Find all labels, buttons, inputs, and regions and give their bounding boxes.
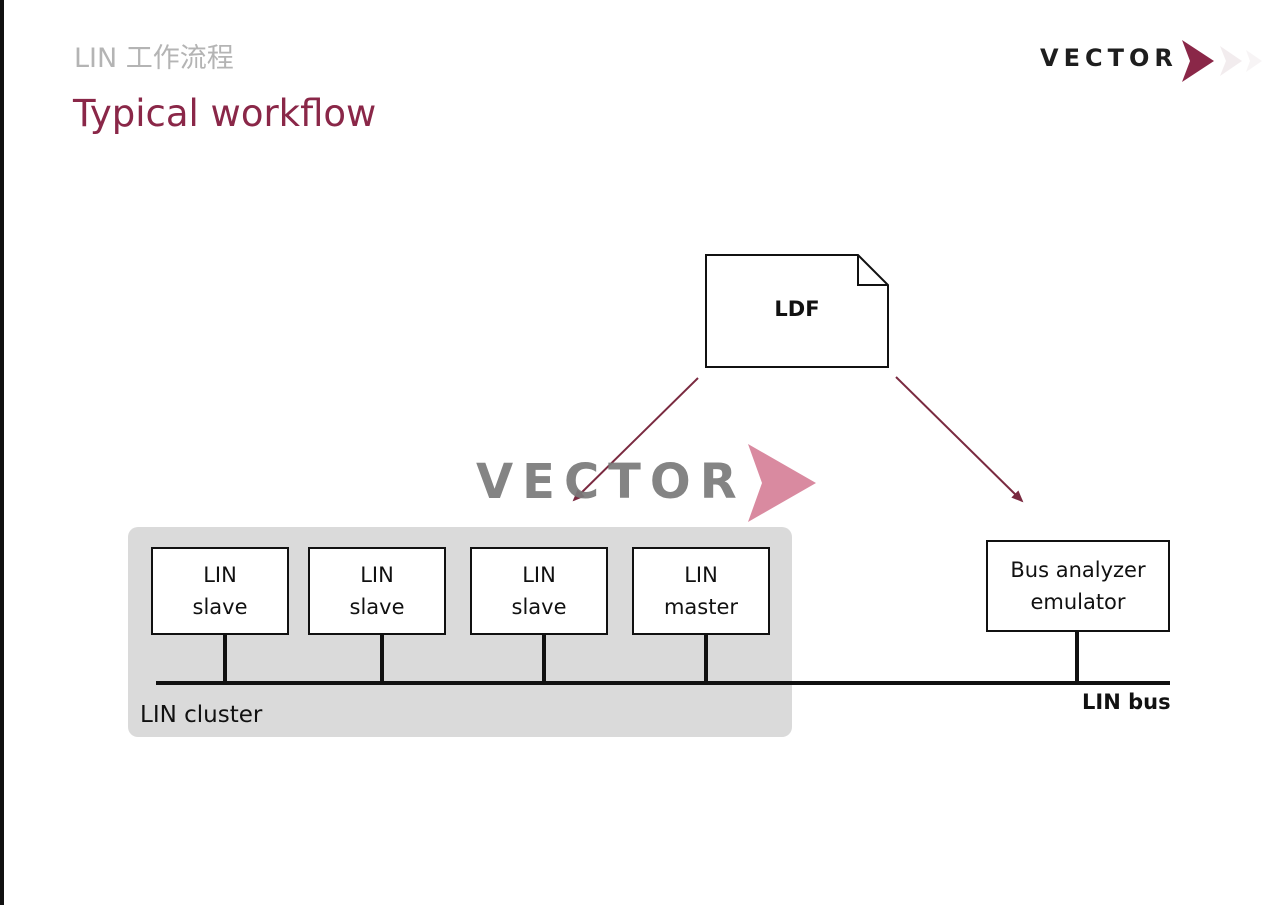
node-line1: LIN bbox=[203, 563, 237, 587]
bus-analyzer-node: Bus analyzer emulator bbox=[986, 540, 1170, 632]
lin-master-node: LIN master bbox=[632, 547, 770, 635]
node-line2: slave bbox=[192, 595, 248, 619]
lin-slave-node: LIN slave bbox=[308, 547, 446, 635]
chevron-right-icon bbox=[1182, 40, 1262, 82]
ldf-document-fold bbox=[857, 255, 888, 286]
ldf-document-shape bbox=[705, 254, 889, 368]
analyzer-line2: emulator bbox=[1030, 590, 1126, 614]
arrow-ldf-to-cluster bbox=[572, 377, 699, 502]
ldf-label: LDF bbox=[774, 297, 820, 321]
lin-bus-label: LIN bus bbox=[1082, 690, 1171, 714]
analyzer-line1: Bus analyzer bbox=[1010, 558, 1146, 582]
vector-logo-text: VECTOR bbox=[1040, 44, 1178, 72]
lin-cluster-label: LIN cluster bbox=[140, 702, 263, 728]
slide-title: Typical workflow bbox=[73, 92, 377, 135]
node-line2: slave bbox=[511, 595, 567, 619]
vector-watermark: VECTOR bbox=[476, 440, 826, 526]
slide-left-border bbox=[0, 0, 4, 905]
node-line2: master bbox=[663, 595, 739, 619]
chevron-right-icon bbox=[748, 444, 816, 522]
lin-slave-node: LIN slave bbox=[470, 547, 608, 635]
arrow-ldf-to-analyzer bbox=[895, 376, 1024, 503]
node-line1: LIN bbox=[522, 563, 556, 587]
lin-slave-node: LIN slave bbox=[151, 547, 289, 635]
node-line2: slave bbox=[349, 595, 405, 619]
slide-subtitle: LIN 工作流程 bbox=[74, 43, 234, 74]
vector-logo: VECTOR bbox=[1040, 38, 1280, 84]
vector-watermark-text: VECTOR bbox=[476, 454, 746, 510]
node-line1: LIN bbox=[684, 563, 718, 587]
node-line1: LIN bbox=[360, 563, 394, 587]
